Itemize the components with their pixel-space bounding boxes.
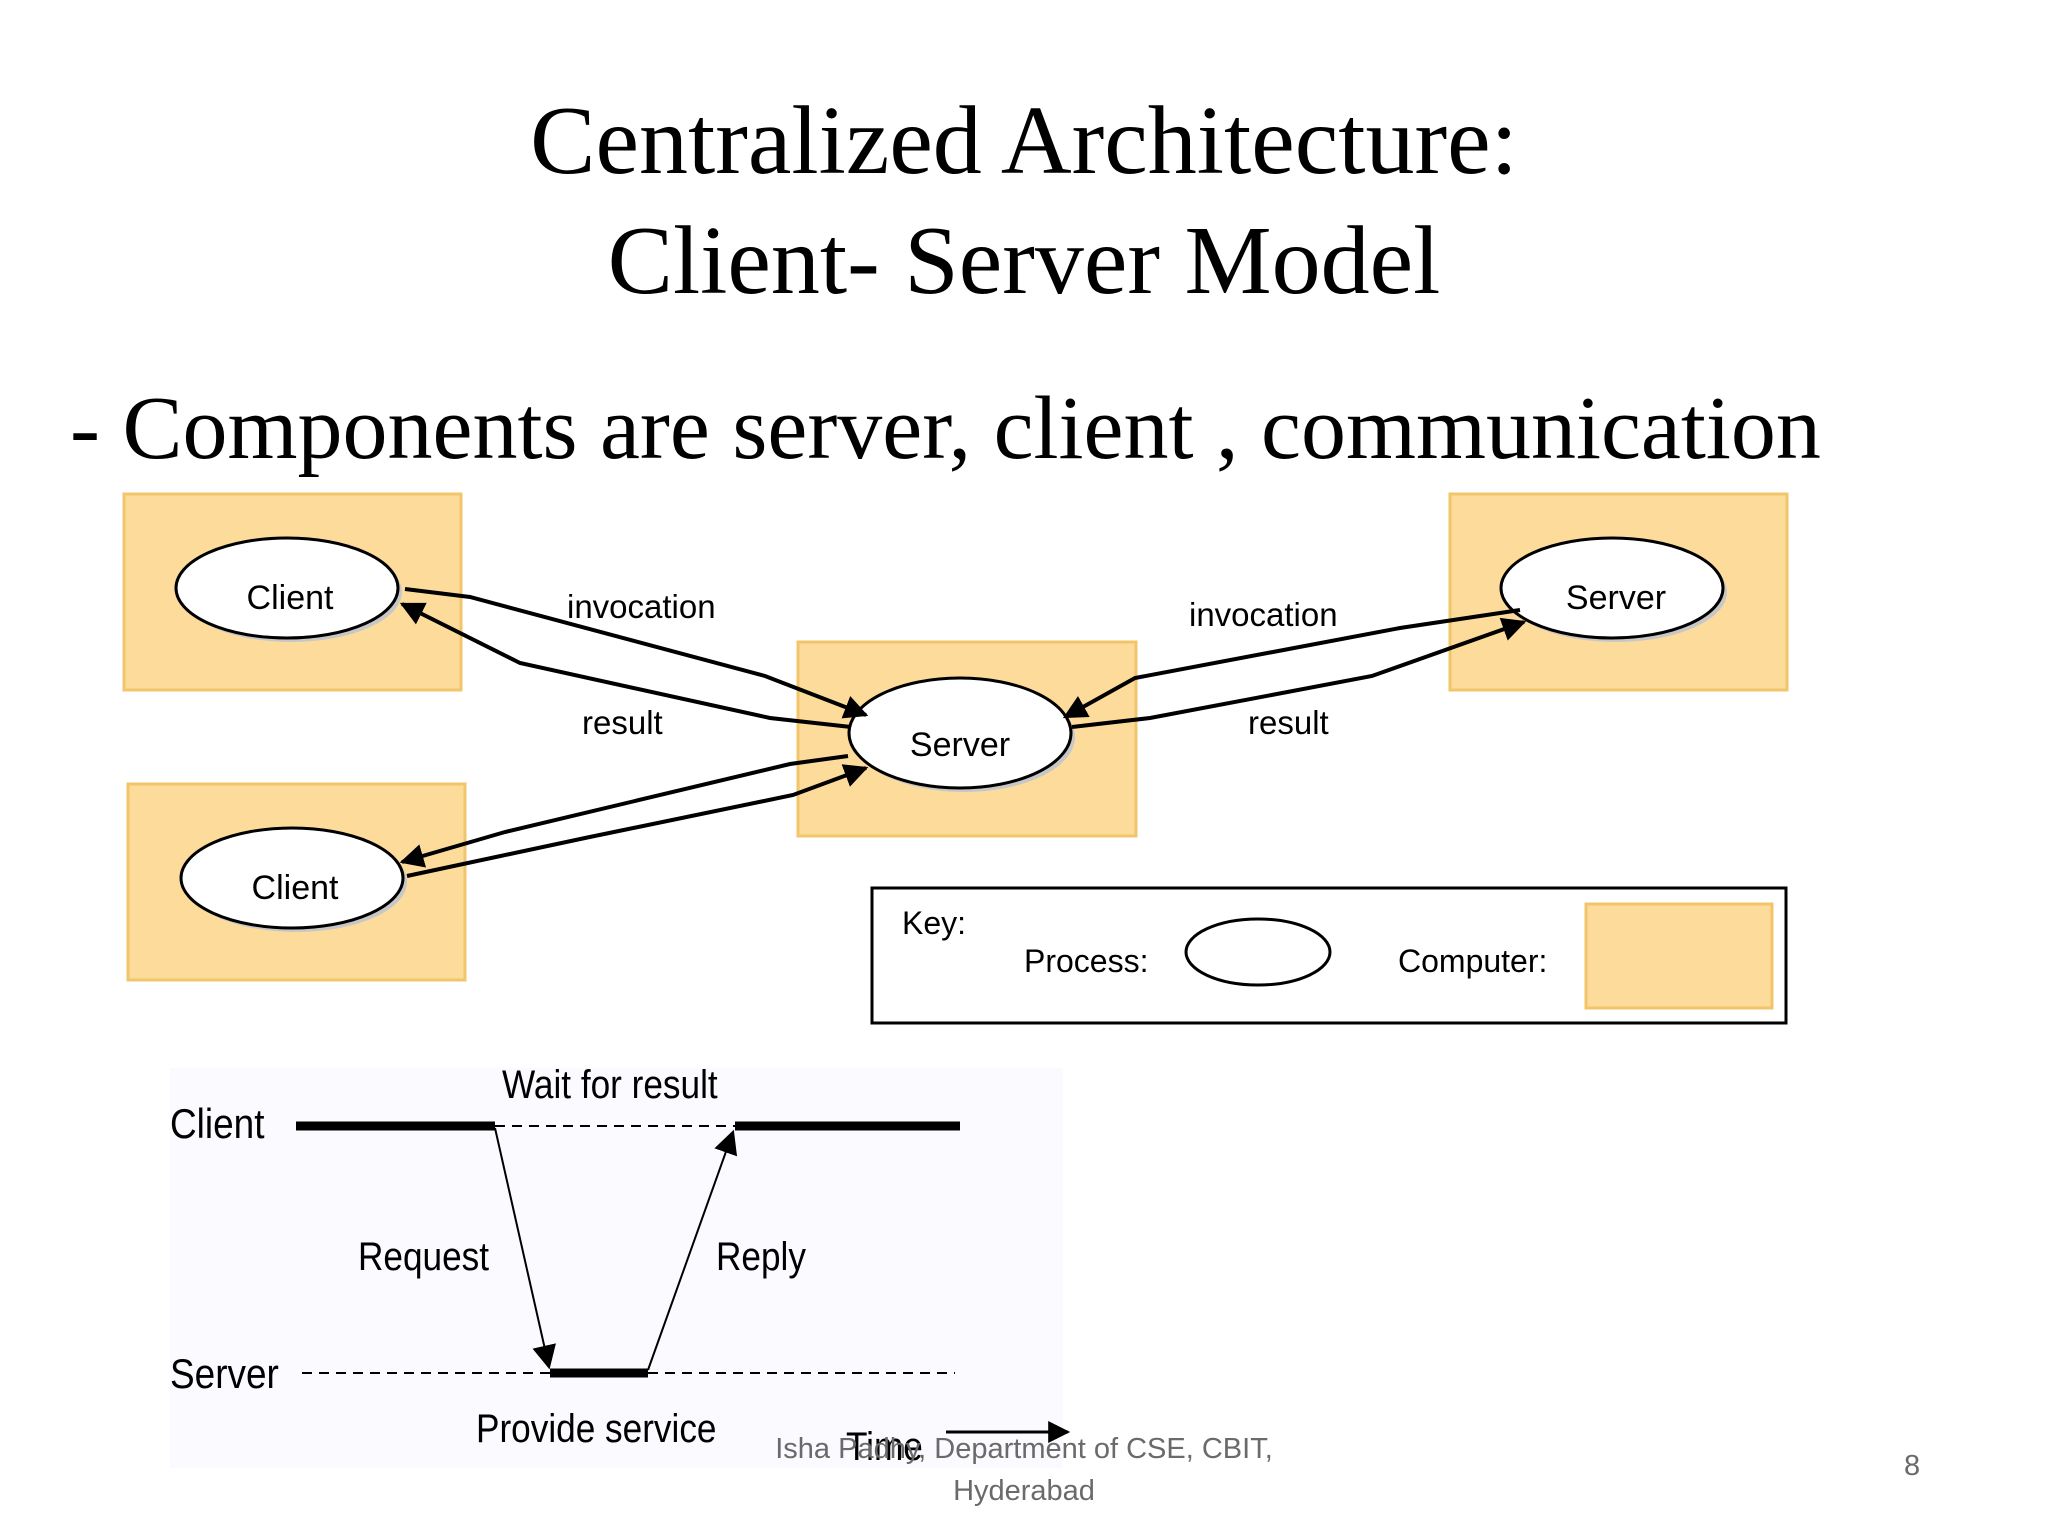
arrow-invocation-server-to-right [1071, 617, 1527, 729]
process-server-mid: Server [847, 676, 1075, 792]
wait-for-result-label: Wait for result [502, 1062, 718, 1107]
arrow-result-server-to-client1 [399, 602, 852, 729]
provide-service-label: Provide service [476, 1406, 717, 1451]
slide-title-line-1: Centralized Architecture: [530, 87, 1518, 195]
request-arrow [494, 1127, 556, 1370]
result-left-label: result [582, 704, 663, 741]
invocation-left-label: invocation [567, 588, 716, 625]
key-computer-symbol [1584, 902, 1774, 1010]
client-2-label: Client [252, 869, 339, 907]
slide-title-line-2: Client- Server Model [607, 207, 1441, 315]
page-number: 8 [1904, 1450, 1921, 1482]
diagram-key: Key: Process: Computer: [870, 886, 1788, 1025]
server-right-label: Server [1566, 579, 1666, 617]
key-process-label: Process: [1024, 943, 1148, 979]
key-process-symbol [1184, 917, 1332, 987]
reply-arrow [647, 1129, 738, 1371]
process-client-2: Client [179, 826, 407, 932]
arrow-invocation-client2-to-server [406, 764, 869, 878]
bullet-components: - Components are server, client , commun… [70, 379, 1821, 478]
timing-diagram-background [170, 1068, 1063, 1468]
process-client-1: Client [174, 536, 402, 642]
slide-footer: Isha Padhy, Department of CSE, CBIT, Hyd… [740, 1428, 1308, 1512]
request-label: Request [358, 1234, 490, 1279]
client-1-label: Client [247, 579, 334, 617]
key-label: Key: [902, 905, 966, 941]
footer-line-1: Isha Padhy, Department of CSE, CBIT, [775, 1433, 1273, 1465]
footer-line-2: Hyderabad [953, 1475, 1095, 1507]
server-mid-label: Server [910, 726, 1010, 764]
time-label: Time [846, 1424, 923, 1469]
arrow-result-server-to-client2 [399, 754, 849, 868]
key-computer-label: Computer: [1398, 943, 1547, 979]
invocation-right-label: invocation [1189, 596, 1338, 633]
timing-client-label: Client [170, 1101, 264, 1148]
arrow-result-right-to-server [1062, 608, 1521, 719]
timing-server-label: Server [170, 1351, 279, 1398]
result-right-label: result [1248, 704, 1329, 741]
process-server-right: Server [1499, 536, 1727, 642]
arrow-invocation-client1-to-server [404, 587, 869, 719]
reply-label: Reply [716, 1234, 806, 1279]
